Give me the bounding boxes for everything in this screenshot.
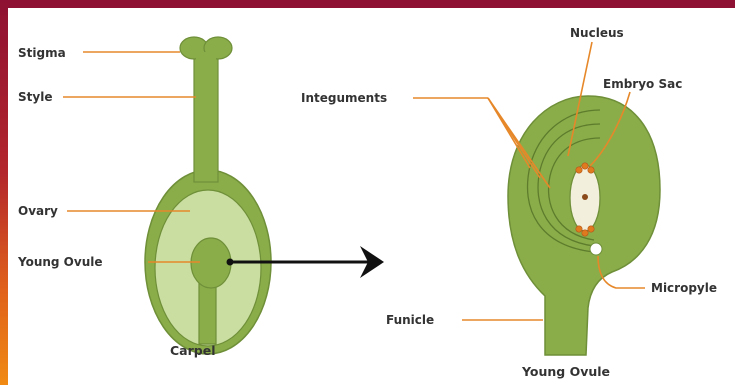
stigma-lobes [180, 37, 232, 62]
caption-carpel: Carpel [170, 343, 215, 358]
caption-young-ovule: Young Ovule [521, 364, 610, 379]
label-nucleus: Nucleus [570, 26, 624, 40]
label-micropyle: Micropyle [651, 281, 717, 295]
label-embryo-sac: Embryo Sac [603, 77, 682, 91]
micropyle-opening [590, 243, 602, 255]
ovule-detail-figure [508, 96, 660, 355]
young-ovule [191, 238, 231, 288]
label-integuments: Integuments [301, 91, 387, 105]
label-style: Style [18, 90, 52, 104]
style-stalk [194, 52, 218, 182]
label-stigma: Stigma [18, 46, 66, 60]
central-nucleus [582, 194, 588, 200]
label-ovary: Ovary [18, 204, 58, 218]
label-funicle: Funicle [386, 313, 434, 327]
carpel-figure [145, 37, 271, 354]
label-young-ovule: Young Ovule [17, 255, 103, 269]
